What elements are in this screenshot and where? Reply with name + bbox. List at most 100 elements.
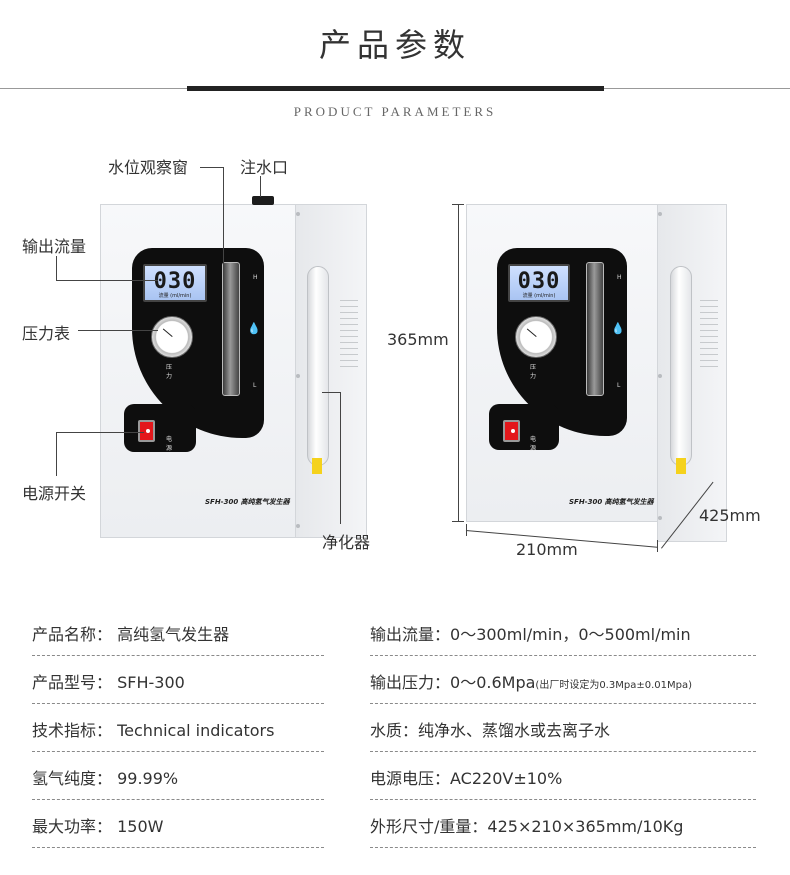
leader-line (260, 176, 261, 197)
spec-left-row: 产品名称： 高纯氢气发生器 (32, 621, 229, 645)
leader-line (322, 392, 340, 393)
machine-right-side-panel (657, 204, 727, 542)
header-accent-bar (187, 86, 604, 91)
tube-high-mark: H (253, 274, 258, 281)
page-title: 产品参数 (318, 26, 471, 64)
water-inlet-cap (252, 196, 274, 205)
spec-right-row: 外形尺寸/重量：425×210×365mm/10Kg (370, 813, 683, 837)
spec-left-row: 氢气纯度： 99.99% (32, 765, 178, 789)
leader-line (78, 330, 158, 331)
spec-left-row: 技术指标： Technical indicators (32, 717, 274, 741)
row-divider (370, 847, 756, 848)
spec-left-row: 产品型号： SFH-300 (32, 669, 185, 693)
spec-right-row: 水质：纯净水、蒸馏水或去离子水 (370, 717, 610, 741)
callout-water-window: 水位观察窗 (108, 158, 189, 177)
leader-line (56, 256, 57, 281)
row-divider (32, 655, 324, 656)
dimension-line-height (458, 204, 459, 522)
gauge-caption: 压力 (166, 364, 173, 380)
dimension-depth-label: 425mm (699, 506, 761, 525)
row-divider (370, 799, 756, 800)
tube-low-mark: L (253, 382, 257, 389)
callout-power-switch: 电源开关 (22, 484, 87, 503)
dimension-height-label: 365mm (387, 330, 449, 349)
page-subtitle: PRODUCT PARAMETERS (293, 104, 497, 119)
switch-caption: 电 源 (530, 436, 537, 452)
spec-label: 最大功率： (32, 817, 113, 836)
water-level-tube (222, 262, 240, 396)
power-switch[interactable] (138, 420, 155, 442)
tube-low-mark: L (617, 382, 621, 389)
spec-value: 0～300ml/min，0～500ml/min (450, 625, 691, 644)
spec-label: 电源电压： (370, 769, 451, 788)
spec-label: 水质： (370, 721, 419, 740)
warning-sticker (312, 458, 322, 474)
spec-note: (出厂时设定为0.3Mpa±0.01Mpa) (535, 680, 692, 691)
model-label: SFH-300 高纯氢气发生器 (205, 498, 290, 506)
dimension-tick (466, 524, 467, 536)
gauge-caption: 压力 (530, 364, 537, 380)
purifier-window (307, 266, 329, 466)
machine-left-side-panel (295, 204, 367, 538)
side-vent (700, 300, 718, 370)
flow-display: 030 流量 (ml/min) (508, 264, 570, 302)
callout-water-inlet: 注水口 (240, 158, 289, 177)
model-label: SFH-300 高纯氢气发生器 (569, 498, 654, 506)
spec-value: 0～0.6Mpa (450, 673, 536, 692)
screw (658, 516, 662, 520)
spec-value: 99.99% (117, 769, 179, 788)
spec-value: AC220V±10% (450, 769, 563, 788)
screw (296, 212, 300, 216)
spec-label: 产品名称： (32, 625, 113, 644)
switch-housing (489, 404, 559, 450)
spec-label: 输出压力： (370, 673, 451, 692)
row-divider (32, 847, 324, 848)
switch-caption: 电 源 (166, 436, 173, 452)
spec-label: 输出流量： (370, 625, 451, 644)
pressure-gauge (151, 316, 193, 358)
spec-left-row: 最大功率： 150W (32, 813, 163, 837)
spec-value: 高纯氢气发生器 (117, 625, 230, 644)
callout-pressure-gauge: 压力表 (22, 324, 71, 343)
screw (296, 524, 300, 528)
row-divider (32, 751, 324, 752)
leader-line (223, 167, 224, 265)
flow-display-caption: 流量 (ml/min) (522, 293, 556, 299)
spec-value: SFH-300 (117, 673, 185, 692)
dimension-tick (452, 521, 464, 522)
switch-indicator (511, 429, 515, 433)
tube-high-mark: H (617, 274, 622, 281)
flow-display-value: 030 (517, 269, 561, 294)
side-vent (340, 300, 358, 370)
callout-output-flow: 输出流量 (22, 237, 87, 256)
flow-display: 030 流量 (ml/min) (143, 264, 207, 302)
water-level-tube (586, 262, 604, 396)
screw (658, 212, 662, 216)
pressure-gauge (515, 316, 557, 358)
screw (296, 374, 300, 378)
leader-line (340, 392, 341, 524)
spec-right-row: 输出压力：0～0.6Mpa(出厂时设定为0.3Mpa±0.01Mpa) (370, 669, 692, 693)
spec-right-row: 电源电压：AC220V±10% (370, 765, 562, 789)
switch-housing (124, 404, 196, 452)
leader-line (200, 167, 224, 168)
gauge-needle (162, 328, 173, 337)
warning-sticker (676, 458, 686, 474)
dimension-width-label: 210mm (516, 540, 578, 559)
row-divider (370, 655, 756, 656)
spec-right-row: 输出流量：0～300ml/min，0～500ml/min (370, 621, 691, 645)
leader-line (56, 432, 57, 476)
spec-value: 150W (117, 817, 164, 836)
flow-display-value: 030 (153, 269, 197, 294)
water-drop-icon: 💧 (247, 322, 261, 335)
row-divider (32, 799, 324, 800)
dimension-tick (657, 540, 658, 552)
spec-label: 产品型号： (32, 673, 113, 692)
switch-indicator (146, 429, 150, 433)
spec-value: 425×210×365mm/10Kg (487, 817, 684, 836)
power-switch[interactable] (503, 420, 520, 442)
spec-label: 氢气纯度： (32, 769, 113, 788)
row-divider (370, 751, 756, 752)
flow-display-caption: 流量 (ml/min) (158, 293, 192, 299)
leader-line (56, 432, 144, 433)
